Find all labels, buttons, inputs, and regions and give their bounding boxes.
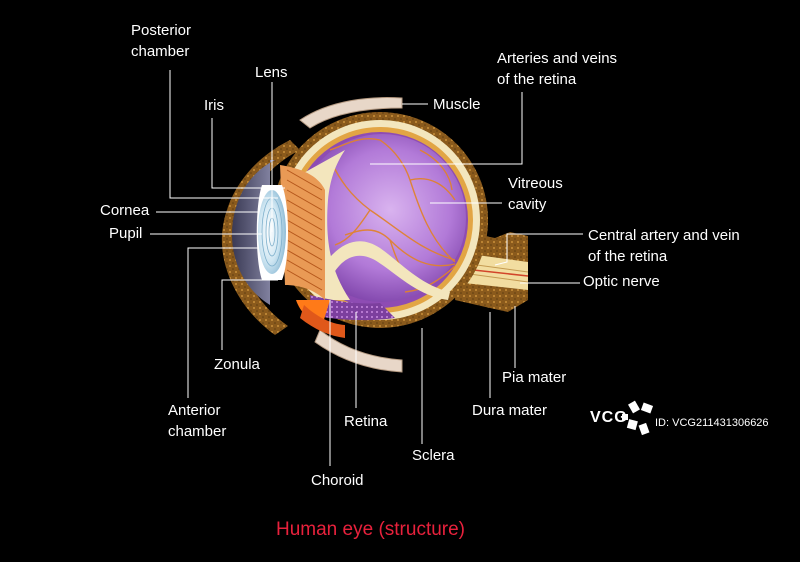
leader-lines [150, 70, 583, 466]
label-cornea: Cornea [100, 202, 150, 219]
label-dura-mater: Dura mater [472, 402, 548, 419]
label-zonula: Zonula [214, 356, 260, 373]
label-arteries-veins: Arteries and veins of the retina [497, 50, 618, 88]
lower-inner-curve [320, 241, 450, 300]
label-central-artery-vein: Central artery and vein of the retina [588, 227, 740, 265]
muscle-bottom [314, 329, 403, 373]
label-pia-mater: Pia mater [502, 369, 567, 386]
ciliary-body-lower [300, 305, 345, 338]
label-choroid: Choroid [311, 472, 364, 489]
label-optic-nerve: Optic nerve [583, 273, 660, 290]
watermark-logo-text: VCG [590, 409, 628, 426]
vcg-logo-mark [622, 400, 654, 436]
label-iris: Iris [204, 97, 224, 114]
label-anterior-chamber: Anterior chamber [168, 402, 227, 440]
muscle-top [299, 97, 403, 129]
choroid-patch [310, 295, 395, 321]
label-sclera: Sclera [412, 447, 455, 464]
label-retina: Retina [344, 413, 388, 430]
figure-caption: Human eye (structure) [276, 519, 466, 540]
watermark-id: ID: VCG211431306626 [655, 417, 769, 429]
label-vitreous-cavity: Vitreous cavity [508, 175, 563, 213]
cornea-outer [221, 140, 300, 335]
label-posterior-chamber: Posterior chamber [131, 22, 192, 60]
iris [280, 165, 325, 300]
label-pupil: Pupil [109, 225, 143, 242]
label-muscle: Muscle [433, 96, 481, 113]
label-lens: Lens [255, 64, 288, 81]
